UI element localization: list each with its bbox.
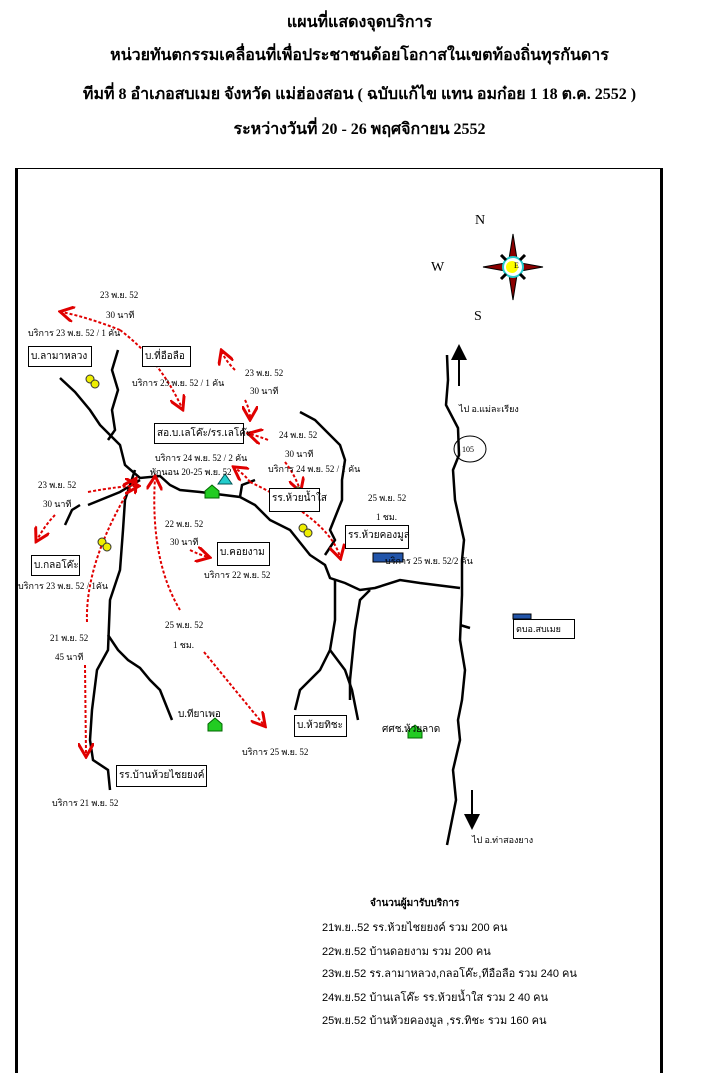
label: 23 พ.ย. 52 bbox=[100, 290, 139, 300]
label: บริการ 23 พ.ย. 52 / 1 คัน bbox=[28, 328, 121, 338]
summary-row: 25พ.ย.52 บ้านห้วยคองมูล ,รร.ทิชะ รวม 160… bbox=[322, 1015, 547, 1027]
arrow bbox=[85, 480, 135, 623]
road bbox=[106, 634, 174, 721]
title-line-2: หน่วยทันตกรรมเคลื่อนที่เพื่อประชาชนด้อยโ… bbox=[110, 47, 609, 64]
direction-arrows bbox=[451, 344, 480, 830]
road bbox=[459, 623, 471, 630]
road-to-north: ไป อ.แม่ละเรียง bbox=[459, 404, 519, 414]
travel-arrows bbox=[37, 312, 340, 755]
label: 30 นาที bbox=[285, 449, 314, 459]
summary-row: 23พ.ย.52 รร.ลามาหลวง,กลอโค๊ะ,ทีอือลือ รว… bbox=[322, 968, 577, 980]
label: 30 นาที bbox=[43, 499, 72, 509]
title-line-3: ทีมที่ 8 อำเภอสบเมย จังหวัด แม่ฮ่องสอน (… bbox=[82, 86, 637, 103]
place-huainamsai: รร.ห้วยน้ำใส bbox=[269, 488, 327, 512]
label: 22 พ.ย. 52 bbox=[165, 519, 204, 529]
arrow bbox=[284, 461, 300, 490]
arrow bbox=[119, 329, 182, 408]
label: 23 พ.ย. 52 bbox=[245, 368, 284, 378]
route-number: 105 bbox=[462, 445, 474, 454]
arrow bbox=[235, 468, 251, 483]
place-huailat: ศศช.ห้วยลาด bbox=[382, 724, 441, 735]
people-icon bbox=[298, 523, 313, 538]
road bbox=[63, 503, 81, 526]
road bbox=[106, 349, 120, 441]
arrow bbox=[154, 478, 181, 611]
label: 25 พ.ย. 52 bbox=[165, 620, 204, 630]
place-klokho: บ.กลอโค๊ะ bbox=[31, 555, 80, 576]
people-icon bbox=[97, 537, 112, 552]
label: 1 ชม. bbox=[173, 640, 195, 650]
label: 24 พ.ย. 52 bbox=[279, 430, 318, 440]
label: บริการ 23 พ.ย. 52 / 1คัน bbox=[18, 581, 109, 591]
compass-n: N bbox=[475, 213, 486, 228]
summary-row: 21พ.ย..52 รร.ห้วยไชยยงค์ รวม 200 คน bbox=[322, 922, 508, 934]
place-sopmoei: ตบอ.สบเมย bbox=[513, 619, 575, 639]
arrow bbox=[189, 550, 208, 557]
arrow bbox=[245, 399, 250, 418]
summary-row: 24พ.ย.52 บ้านเลโค๊ะ รร.ห้วยน้ำใส รวม 2 4… bbox=[322, 992, 549, 1004]
house-icon bbox=[207, 717, 223, 732]
place-huaithicha: บ.ห้วยทิชะ bbox=[294, 715, 347, 737]
label: บริการ 22 พ.ย. 52 bbox=[204, 570, 271, 580]
place-leko: สอ.บ.เลโค๊ะ/รร.เลโค๊ะ bbox=[154, 423, 251, 444]
place-thiuelue: บ.ที่อือลือ bbox=[142, 346, 191, 367]
label: 25 พ.ย. 52 bbox=[368, 493, 407, 503]
arrow bbox=[85, 664, 86, 755]
label: 30 นาที bbox=[170, 537, 199, 547]
label: พักนอน 20-25 พ.ย. 52 bbox=[150, 467, 232, 477]
arrow bbox=[249, 481, 340, 557]
tent-icon bbox=[217, 473, 233, 485]
label: บริการ 24 พ.ย. 52 / 2 คัน bbox=[155, 453, 248, 463]
label: 23 พ.ย. 52 bbox=[38, 480, 77, 490]
house-icon bbox=[204, 484, 220, 499]
label: 1 ชม. bbox=[376, 512, 398, 522]
label: 30 นาที bbox=[250, 386, 279, 396]
people-icon bbox=[85, 374, 100, 389]
compass-w: W bbox=[431, 260, 445, 275]
place-huaichaiyong: รร.บ้านห้วยไชยยงค์ bbox=[116, 765, 207, 787]
arrow bbox=[222, 352, 236, 371]
route-marker bbox=[453, 435, 487, 463]
label: 45 นาที bbox=[55, 652, 84, 662]
summary-row: 22พ.ย.52 บ้านดอยงาม รวม 200 คน bbox=[322, 946, 491, 958]
label: 21 พ.ย. 52 bbox=[50, 633, 89, 643]
label: บริการ 23 พ.ย. 52 / 1 คัน bbox=[132, 378, 225, 388]
place-koingam: บ.คอยงาม bbox=[217, 542, 270, 566]
arrow bbox=[37, 514, 56, 540]
label: บริการ 25 พ.ย. 52 bbox=[242, 747, 309, 757]
arrow bbox=[203, 651, 264, 725]
label: 30 นาที bbox=[106, 310, 135, 320]
house-icons bbox=[204, 473, 532, 739]
highway-105 bbox=[444, 354, 467, 846]
compass-s: S bbox=[474, 309, 482, 324]
compass-e: E bbox=[514, 261, 519, 270]
road bbox=[299, 410, 347, 556]
arrow bbox=[250, 434, 269, 440]
title-line-1: แผนที่แสดงจุดบริการ bbox=[286, 14, 433, 31]
label: บริการ 21 พ.ย. 52 bbox=[52, 798, 119, 808]
road bbox=[329, 649, 360, 721]
title-line-4: ระหว่างวันที่ 20 - 26 พฤศจิกายน 2552 bbox=[233, 121, 486, 138]
road bbox=[348, 589, 371, 700]
label: บริการ 24 พ.ย. 52 / 1 คัน bbox=[268, 464, 361, 474]
summary-title: จำนวนผู้มารับบริการ bbox=[370, 898, 460, 909]
school-icon bbox=[372, 552, 404, 563]
road bbox=[88, 469, 137, 791]
place-huaikongmun: รร.ห้วยคองมูล bbox=[345, 525, 410, 549]
compass-rose-icon bbox=[482, 233, 544, 301]
house-icon bbox=[407, 724, 423, 739]
label: บริการ 25 พ.ย. 52/2 คัน bbox=[385, 556, 473, 566]
road bbox=[293, 580, 337, 711]
road-to-south: ไป อ.ท่าสองยาง bbox=[472, 835, 534, 845]
place-lamaluang: บ.ลามาหลวง bbox=[28, 346, 92, 367]
arrow bbox=[62, 312, 121, 331]
place-thiyaphoe: บ.ทียาเพอ bbox=[178, 709, 221, 720]
map-frame bbox=[15, 168, 663, 1073]
